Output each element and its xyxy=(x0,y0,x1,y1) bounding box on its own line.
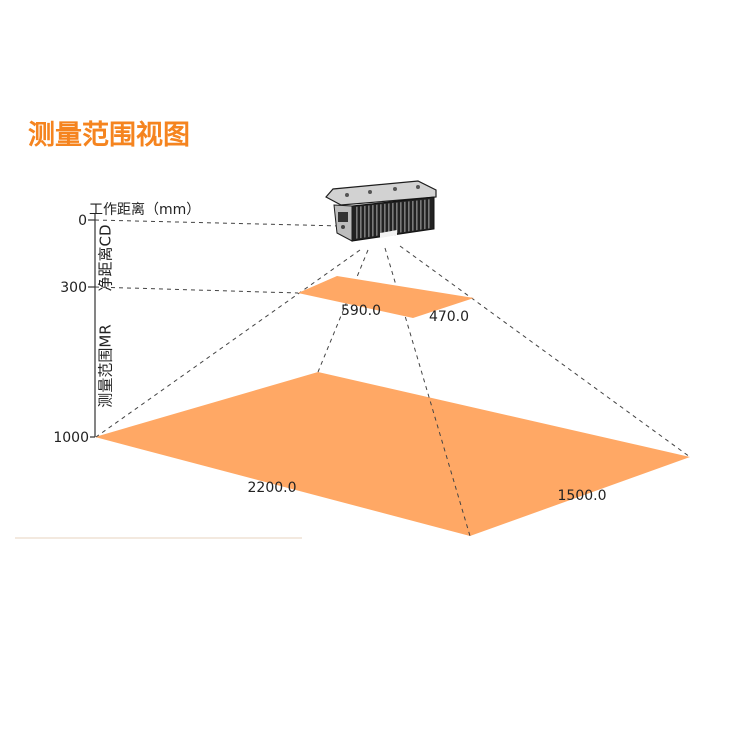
reference-line-300 xyxy=(94,286,299,294)
beam-line-right xyxy=(399,245,691,458)
axis-title: 工作距离（mm） xyxy=(89,201,200,218)
camera-screw xyxy=(393,187,397,191)
camera-icon xyxy=(325,180,437,242)
reference-line-0 xyxy=(94,219,343,227)
camera-heat-sink xyxy=(354,199,432,239)
beam-line-back xyxy=(317,249,369,373)
near-plane-depth-label: 470.0 xyxy=(429,309,469,325)
far-plane-width-label: 2200.0 xyxy=(248,480,297,496)
far-plane-depth-label: 1500.0 xyxy=(558,488,607,504)
camera-screw xyxy=(416,185,420,189)
clear-distance-label: 净距离CD xyxy=(97,224,115,291)
camera-screw xyxy=(345,193,349,197)
camera-label-plate xyxy=(380,230,397,238)
camera-screw xyxy=(368,190,372,194)
camera-lens xyxy=(338,212,348,222)
camera-front-face xyxy=(333,204,353,242)
near-plane-width-label: 590.0 xyxy=(341,303,381,319)
tick-label-1000: 1000 xyxy=(53,430,89,446)
page-title: 测量范围视图 xyxy=(28,120,190,151)
tick-label-0: 0 xyxy=(78,213,87,229)
tick-label-300: 300 xyxy=(60,280,87,296)
camera-indicator xyxy=(341,225,345,229)
far-measurement-plane xyxy=(95,372,690,536)
near-measurement-plane xyxy=(298,276,474,318)
measuring-range-label: 测量范围MR xyxy=(97,324,115,407)
beam-line-left xyxy=(95,249,361,438)
